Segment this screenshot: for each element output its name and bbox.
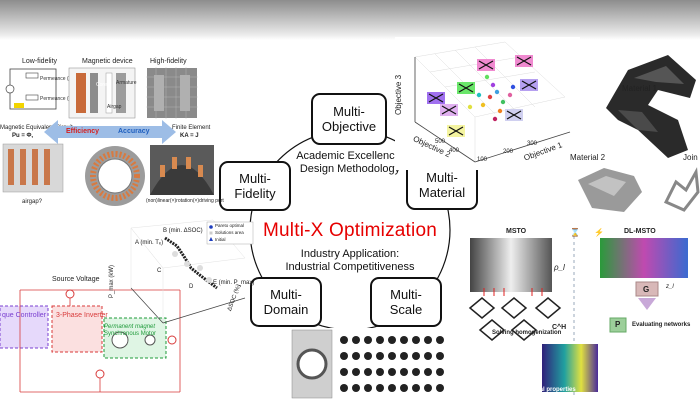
- pareto-plot: [130, 219, 254, 324]
- efficiency-label: Efficiency: [66, 128, 100, 135]
- material2-shape: [578, 168, 642, 212]
- tick-300: 300: [527, 141, 538, 147]
- g-label: G: [643, 285, 650, 294]
- tick-100: 100: [477, 157, 488, 163]
- material1-label: Material 1: [622, 84, 658, 93]
- node-multi-fidelity: Multi- Fidelity: [219, 161, 291, 211]
- motor-alt-label: Permanent magnet: [104, 324, 156, 330]
- mec-mesh-drawing: [2, 143, 64, 193]
- magnetic-device-drawing: [68, 67, 136, 119]
- pareto-ylabel: P_max (kW): [109, 265, 115, 298]
- permeance-air-label: Permeance (Air): [40, 76, 77, 82]
- fe-motor-drawing: [150, 145, 214, 195]
- high-fidelity-label: High-fidelity: [150, 58, 187, 65]
- node-multi-scale: Multi- Scale: [370, 277, 442, 327]
- accuracy-label: Accuracy: [118, 128, 150, 135]
- pareto-point-c: C: [157, 268, 162, 274]
- magnetic-device-label: Magnetic device: [82, 58, 133, 65]
- academic-caption: Academic Excellence: Design Methodology: [268, 150, 432, 176]
- fe-label: Finite Element: [172, 125, 211, 131]
- industry-caption: Industry Application: Industrial Competi…: [258, 248, 442, 274]
- core-label: Core: [96, 82, 107, 88]
- pareto-point-b: B (min. ΔSOC): [163, 228, 203, 234]
- domain-circuit: [0, 289, 181, 393]
- academic-line2: Design Methodology: [299, 163, 401, 175]
- pareto-panel: Pareto optimal Solutions area Initial B …: [105, 218, 255, 328]
- svg-text:⌛: ⌛: [570, 227, 580, 237]
- legend-solutions: Solutions area: [215, 230, 244, 235]
- joint-label: Join: [683, 153, 698, 162]
- pareto-point-e: E (min. P_max): [213, 280, 255, 286]
- fidelity-double-arrow: [44, 120, 176, 144]
- z-label: z_l: [666, 284, 674, 290]
- fe-caption: (non)linear(×)rotation(×)driving port: [146, 198, 224, 204]
- msto-label: MSTO: [506, 228, 527, 235]
- academic-line1: Academic Excellence:: [296, 150, 404, 162]
- fe-mesh-drawing: [146, 67, 198, 119]
- dlmsto-label: DL-MSTO: [624, 228, 656, 235]
- tick-400: 400: [449, 148, 460, 154]
- evaluating-label: Evaluating networks: [632, 322, 691, 328]
- node-multi-objective: Multi- Objective: [311, 93, 387, 145]
- rho-label: ρ_l: [554, 263, 565, 272]
- material-properties-label: Material properties: [522, 387, 576, 393]
- ch-label: C^H: [552, 324, 567, 331]
- industry-line2: Industrial Competitiveness: [285, 261, 415, 273]
- airgap-inner-label: Airgap: [107, 104, 122, 110]
- objective-panel: Objective 2 Objective 1 Objective 3 100 …: [395, 37, 580, 170]
- axis-objective-3: Objective 3: [395, 75, 403, 115]
- scale-strip: [288, 328, 458, 400]
- mec-equation: Pu = Φ,: [12, 133, 34, 139]
- p-label: P: [615, 320, 621, 329]
- objective-scatter: [414, 41, 571, 163]
- source-voltage-label: Source Voltage: [52, 276, 100, 283]
- material2-label: Material 2: [570, 153, 606, 162]
- mec-label: Magnetic Equivalent Circuit: [0, 125, 73, 131]
- msto-panel: MSTO DL-MSTO ⌛ ⚡ ρ_l Solving homogenizat…: [462, 222, 700, 400]
- low-fidelity-label: Low-fidelity: [22, 58, 58, 65]
- page-title: Multi-X Optimization: [263, 220, 437, 241]
- motor-label: Synchronous Motor: [104, 331, 157, 337]
- legend-pareto: Pareto optimal: [215, 223, 245, 228]
- industry-line1: Industry Application:: [300, 248, 400, 260]
- mec-schematic: [5, 68, 57, 110]
- pareto-point-a: A (min. Tₑ): [135, 240, 164, 246]
- legend-initial: Initial: [215, 237, 226, 242]
- airgap-label: airgap?: [22, 199, 43, 205]
- joint-shape: [663, 167, 700, 212]
- solving-label: Solving homogenization: [492, 330, 562, 336]
- scale-strip-panel: [288, 328, 458, 400]
- stator-ring-drawing: [85, 146, 145, 206]
- tick-500: 500: [435, 139, 446, 145]
- tick-200: 200: [503, 149, 514, 155]
- permeance-core-label: Permeance (Core): [40, 96, 82, 102]
- armature-label: Armature: [116, 80, 137, 86]
- pareto-point-d: D: [189, 284, 194, 290]
- torque-controller-label: que Controller: [2, 312, 46, 319]
- material-panel: Material 1 Material 2 Join: [570, 40, 700, 220]
- svg-text:⚡: ⚡: [594, 227, 604, 237]
- top-gradient-bar: [0, 0, 700, 40]
- inverter-label: 3-Phase Inverter: [56, 312, 108, 319]
- material1-shape: [606, 55, 696, 158]
- fidelity-panel: Low-fidelity Permeance (Air) Permeance (…: [0, 55, 230, 225]
- fe-equation: KA = J: [180, 133, 199, 139]
- domain-panel: Source Voltage que Controller 3-Phase In…: [0, 268, 195, 400]
- msto-figure: ⌛ ⚡: [468, 227, 688, 398]
- node-multi-domain: Multi- Domain: [250, 277, 322, 327]
